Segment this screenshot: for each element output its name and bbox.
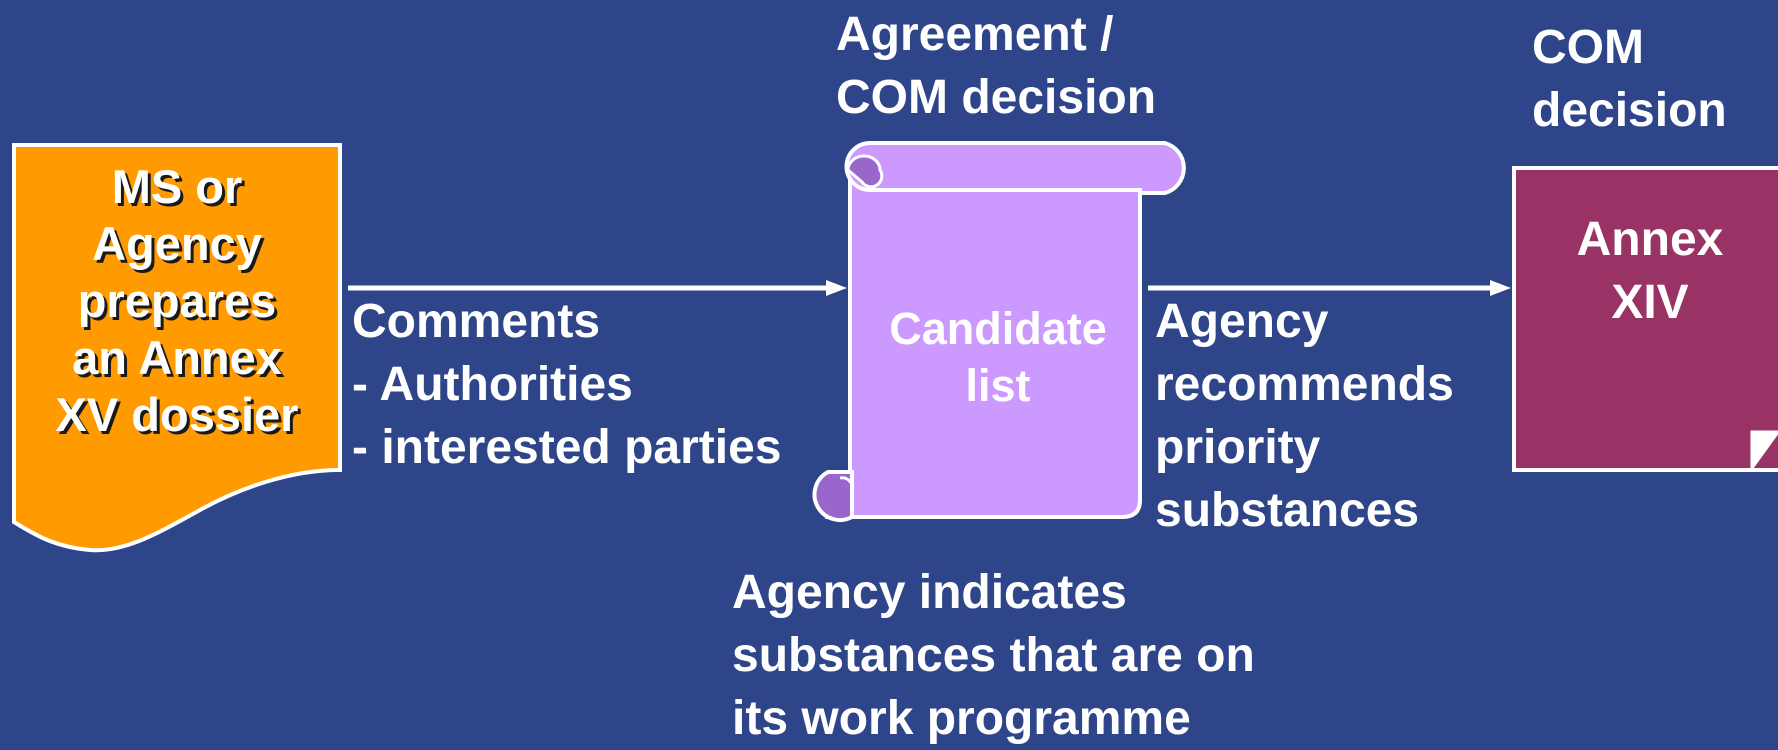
- agreement-label: Agreement / COM decision: [836, 3, 1156, 129]
- dossier-line: Agency: [92, 217, 262, 270]
- comments-line: - interested parties: [352, 421, 782, 474]
- dossier-line: XV dossier: [55, 388, 299, 441]
- comments-label: Comments - Authorities - interested part…: [352, 290, 781, 479]
- comments-line: Comments: [352, 295, 601, 348]
- agency-recommends-label: Agency recommends priority substances: [1155, 290, 1454, 542]
- indicates-line: Agency indicates: [732, 566, 1127, 619]
- agreement-line: COM decision: [836, 71, 1157, 124]
- dossier-line: prepares: [77, 274, 277, 327]
- arrowhead-2: [1490, 280, 1511, 296]
- annex-xiv-box-shape: [1512, 166, 1778, 472]
- recommends-line: substances: [1155, 484, 1420, 537]
- dossier-line: an Annex: [72, 331, 282, 384]
- com-decision-label: COM decision: [1532, 16, 1727, 142]
- recommends-line: recommends: [1155, 358, 1454, 411]
- agency-indicates-label: Agency indicates substances that are on …: [732, 561, 1255, 750]
- com-decision-line: COM: [1532, 21, 1644, 74]
- indicates-line: its work programme: [732, 692, 1191, 745]
- annex-xiv-line: Annex: [1576, 213, 1724, 266]
- comments-line: - Authorities: [352, 358, 633, 411]
- candidate-scroll-shape: [812, 141, 1186, 522]
- candidate-line: list: [965, 360, 1031, 411]
- dossier-line: MS or: [111, 160, 243, 213]
- annex-xiv-fold-corner: [1750, 430, 1778, 473]
- com-decision-line: decision: [1532, 84, 1727, 137]
- recommends-line: Agency: [1155, 295, 1329, 348]
- indicates-line: substances that are on: [732, 629, 1255, 682]
- candidate-list-text: Candidate list: [866, 300, 1130, 414]
- recommends-line: priority: [1155, 421, 1321, 474]
- dossier-text: MS or Agency prepares an Annex XV dossie…: [14, 158, 340, 443]
- dossier-document-shape: [12, 143, 342, 553]
- annex-xiv-text: Annex XIV: [1514, 208, 1778, 334]
- candidate-line: Candidate: [889, 303, 1107, 354]
- annex-xiv-line: XIV: [1611, 276, 1689, 329]
- arrowhead-1: [826, 280, 847, 296]
- agreement-line: Agreement /: [836, 8, 1114, 61]
